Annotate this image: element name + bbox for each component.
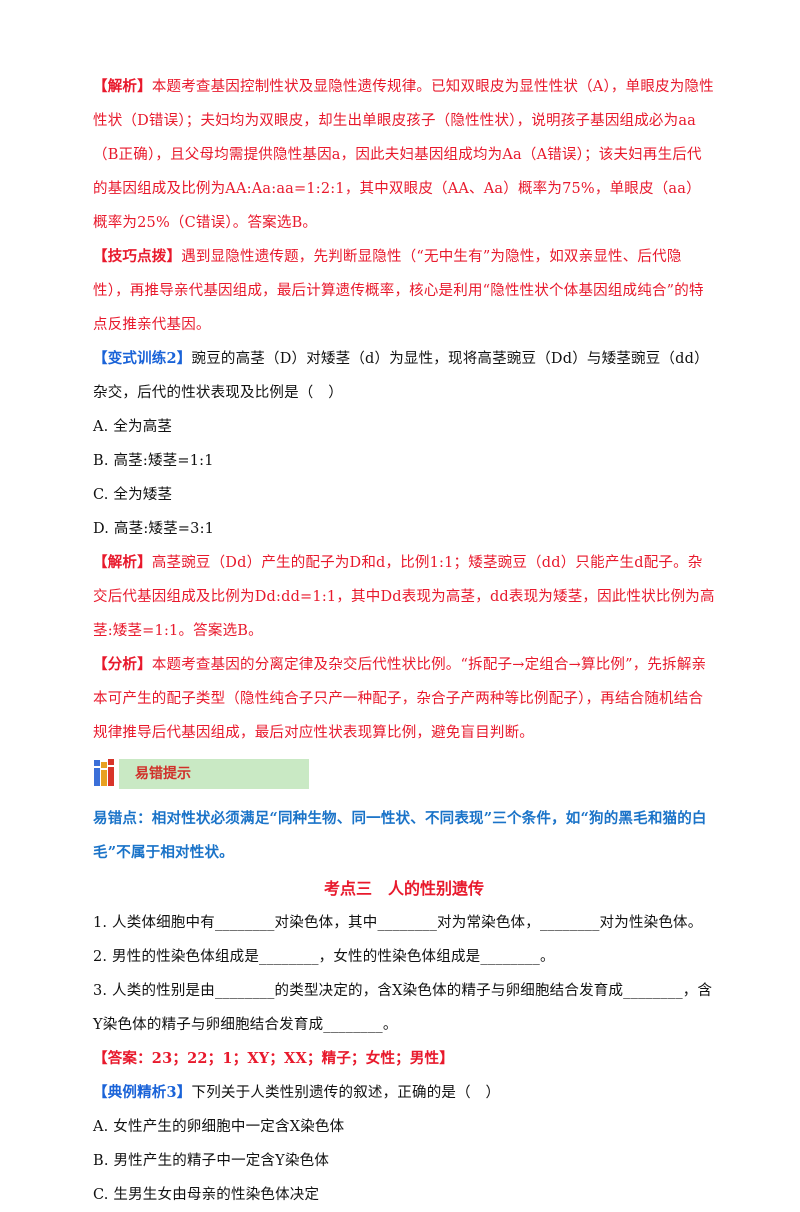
example-question-text: 下列关于人类性别遗传的叙述，正确的是（ ） xyxy=(191,1085,501,1101)
analysis-tag: 【分析】 xyxy=(93,656,152,673)
exercise-option-a: A. 全为高茎 xyxy=(93,419,173,435)
analysis-text: 本题考查基因的分离定律及杂交后代性状比例。“拆配子→定组合→算比例”，先拆解亲本… xyxy=(93,657,707,741)
analysis-tag: 【解析】 xyxy=(93,554,152,571)
analysis-paragraph-2: 【解析】高茎豌豆（Dd）产生的配子为D和d，比例1:1；矮茎豌豆（dd）只能产生… xyxy=(93,546,715,648)
fill-blank-1: 1. 人类体细胞中有________对染色体，其中________对为常染色体，… xyxy=(93,915,703,931)
document-page: 【解析】本题考查基因控制性状及显隐性遗传规律。已知双眼皮为显性性状（A），单眼皮… xyxy=(93,70,715,1212)
analysis-paragraph-3: 【分析】本题考查基因的分离定律及杂交后代性状比例。“拆配子→定组合→算比例”，先… xyxy=(93,648,715,750)
tip-text: 遇到显隐性遗传题，先判断显隐性（“无中生有”为隐性，如双亲显性、后代隐性），再推… xyxy=(93,249,704,333)
example-option-b: B. 男性产生的精子中一定含Y染色体 xyxy=(93,1153,330,1169)
mistake-tip-label: 易错提示 xyxy=(119,759,309,789)
analysis-text: 高茎豌豆（Dd）产生的配子为D和d，比例1:1；矮茎豌豆（dd）只能产生d配子。… xyxy=(93,555,715,639)
exercise-option-c: C. 全为矮茎 xyxy=(93,487,173,503)
answer-line: 【答案：23；22；1；XY；XX；精子；女性；男性】 xyxy=(93,1050,454,1067)
example-option-a: A. 女性产生的卵细胞中一定含X染色体 xyxy=(93,1119,345,1135)
analysis-tag: 【解析】 xyxy=(93,78,152,95)
tip-paragraph: 【技巧点拨】遇到显隐性遗传题，先判断显隐性（“无中生有”为隐性，如双亲显性、后代… xyxy=(93,240,715,342)
mistake-tip-text: 易错点：相对性状必须满足“同种生物、同一性状、不同表现”三个条件，如“狗的黑毛和… xyxy=(93,810,707,861)
exercise-question-text: 豌豆的高茎（D）对矮茎（d）为显性，现将高茎豌豆（Dd）与矮茎豌豆（dd）杂交，… xyxy=(93,351,709,401)
analysis-paragraph-1: 【解析】本题考查基因控制性状及显隐性遗传规律。已知双眼皮为显性性状（A），单眼皮… xyxy=(93,70,715,240)
example-option-c: C. 生男生女由母亲的性染色体决定 xyxy=(93,1187,320,1203)
analysis-text: 本题考查基因控制性状及显隐性遗传规律。已知双眼皮为显性性状（A），单眼皮为隐性性… xyxy=(93,79,714,231)
example-tag: 【典例精析3】 xyxy=(93,1084,192,1101)
section-title: 考点三 人的性别遗传 xyxy=(323,879,484,898)
fill-blank-2: 2. 男性的性染色体组成是________，女性的性染色体组成是________… xyxy=(93,949,555,965)
exercise-option-d: D. 高茎:矮茎=3:1 xyxy=(93,521,215,537)
exercise-option-b: B. 高茎:矮茎=1:1 xyxy=(93,453,214,469)
mistake-tip-banner: 易错提示 xyxy=(93,756,715,792)
exercise-tag: 【变式训练2】 xyxy=(93,350,192,367)
exercise-question: 【变式训练2】豌豆的高茎（D）对矮茎（d）为显性，现将高茎豌豆（Dd）与矮茎豌豆… xyxy=(93,342,715,410)
fill-blank-3: 3. 人类的性别是由________的类型决定的，含X染色体的精子与卵细胞结合发… xyxy=(93,983,713,1033)
tip-tag: 【技巧点拨】 xyxy=(93,248,182,265)
books-icon xyxy=(94,759,114,786)
example-question: 【典例精析3】下列关于人类性别遗传的叙述，正确的是（ ） xyxy=(93,1076,715,1110)
